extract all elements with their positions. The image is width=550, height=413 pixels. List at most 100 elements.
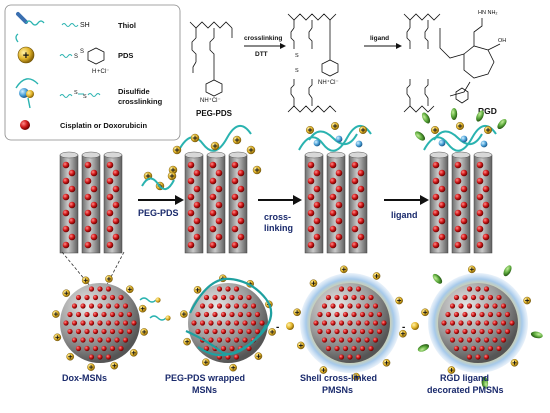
drug-molecule xyxy=(105,320,112,326)
pds-cation xyxy=(62,289,71,298)
drug-molecule xyxy=(242,337,248,343)
drug-molecule xyxy=(101,345,107,352)
drug-molecule xyxy=(71,320,78,326)
drug-molecule xyxy=(432,177,440,185)
drug-molecule xyxy=(334,294,340,301)
peg-pds-name: PEG-PDS xyxy=(196,109,233,118)
drug-molecule xyxy=(75,328,82,335)
drug-molecule xyxy=(237,217,245,225)
drug-molecule xyxy=(492,337,498,343)
drug-molecule xyxy=(62,209,70,217)
drug-molecule xyxy=(329,209,337,217)
rgd-nh-label: HN NH₂ xyxy=(478,10,498,16)
drug-molecule xyxy=(470,345,477,352)
pds-cation xyxy=(129,348,138,357)
pds-cation xyxy=(484,125,493,134)
drug-molecule xyxy=(80,320,86,326)
pds-structure-icon: S S xyxy=(59,47,105,65)
rgd-cooh-label: OH xyxy=(498,38,506,44)
rgd-ligand xyxy=(414,131,426,141)
drug-molecule xyxy=(193,185,201,193)
drug-molecule xyxy=(330,303,336,309)
drug-molecule xyxy=(470,311,477,318)
drug-molecule xyxy=(313,217,321,225)
drug-molecule xyxy=(233,354,240,360)
drug-molecule xyxy=(347,354,353,360)
drug-molecule xyxy=(500,303,507,309)
rod-cluster-1 xyxy=(59,151,123,254)
drug-molecule xyxy=(208,337,214,343)
drug-molecule xyxy=(75,294,82,301)
drug-molecule xyxy=(321,320,328,326)
drug-molecule xyxy=(359,328,366,335)
drug-molecule xyxy=(351,161,359,169)
drug-molecule xyxy=(209,177,217,185)
drug-molecule xyxy=(199,320,206,326)
drug-molecule xyxy=(454,241,462,249)
shell-label-line1: Shell cross-linked xyxy=(300,373,377,383)
drug-molecule xyxy=(454,225,462,233)
drug-molecule xyxy=(368,294,374,301)
drug-molecule xyxy=(453,328,460,335)
drug-molecule xyxy=(101,311,107,318)
drug-molecule xyxy=(355,337,362,343)
drug-molecule xyxy=(313,169,321,177)
drug-molecule xyxy=(479,345,485,352)
drug-molecule xyxy=(355,286,362,292)
drug-molecule xyxy=(492,320,498,326)
drug-molecule xyxy=(209,161,217,169)
drug-molecule xyxy=(118,345,124,352)
drug-molecule xyxy=(97,303,103,309)
drug-molecule xyxy=(338,337,345,343)
drug-molecule xyxy=(381,320,387,326)
drug-molecule xyxy=(483,354,490,360)
zoom-line-right xyxy=(99,251,125,299)
drug-molecule xyxy=(246,311,252,318)
drug-molecule xyxy=(342,345,349,352)
pds-cation xyxy=(331,121,340,130)
drug-molecule xyxy=(454,161,462,169)
drug-molecule xyxy=(112,169,120,177)
drug-molecule xyxy=(321,337,328,343)
rgd-ligand xyxy=(503,265,512,277)
drug-molecule xyxy=(307,193,315,201)
drug-molecule xyxy=(476,177,484,185)
drug-molecule xyxy=(195,328,201,335)
drug-molecule xyxy=(460,185,468,193)
drug-molecule xyxy=(106,209,114,217)
drug-molecule xyxy=(335,169,343,177)
crosslinking-label: crosslinking xyxy=(244,35,282,42)
pds-cation xyxy=(87,363,95,371)
drug-molecule xyxy=(462,345,468,352)
pds-cation xyxy=(468,265,476,274)
drug-molecule xyxy=(237,328,244,335)
drug-molecule xyxy=(432,209,440,217)
drug-molecule xyxy=(233,337,240,343)
disulfide-node xyxy=(480,140,488,148)
wrapped-label-line1: PEG-PDS wrapped xyxy=(165,373,245,383)
drug-molecule xyxy=(106,241,114,249)
pds-cation xyxy=(395,296,403,305)
pds-cation xyxy=(202,358,210,366)
rod-cluster-2 xyxy=(168,125,262,254)
drug-molecule xyxy=(347,320,353,326)
nanoparticle-4 xyxy=(417,265,543,389)
drug-molecule xyxy=(209,225,217,233)
pds-cation xyxy=(399,329,407,338)
drug-molecule xyxy=(432,241,440,249)
drug-molecule xyxy=(254,328,261,335)
drug-molecule xyxy=(482,217,490,225)
rod-clusters xyxy=(59,108,507,254)
drug-molecule xyxy=(504,328,511,335)
drug-molecule xyxy=(209,209,217,217)
pds-cation xyxy=(254,352,263,360)
drug-molecule xyxy=(449,320,456,326)
drug-molecule xyxy=(88,286,95,292)
minus-sign-1: - xyxy=(276,322,279,333)
drug-molecule xyxy=(334,345,340,352)
drug-molecule xyxy=(462,328,468,335)
drug-molecule xyxy=(225,320,231,326)
drug-molecule xyxy=(449,303,456,309)
pds-cation xyxy=(190,133,200,143)
drug-molecule xyxy=(338,354,345,360)
